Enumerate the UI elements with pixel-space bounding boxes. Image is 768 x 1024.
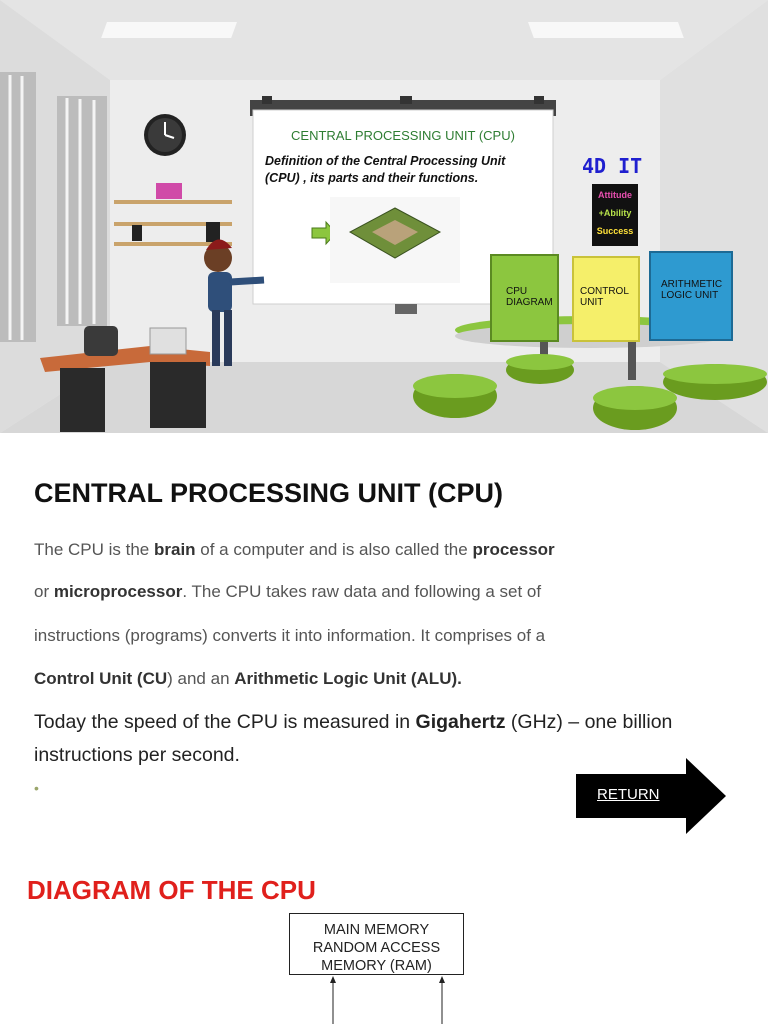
book-arithmetic-logic-unit[interactable]: ARITHMETIC LOGIC UNIT <box>649 251 733 341</box>
book-label-cpu-diagram: CPU DIAGRAM <box>506 286 553 308</box>
term-alu: Arithmetic Logic Unit (ALU). <box>234 669 462 688</box>
term-processor: processor <box>472 540 555 559</box>
paragraph-line-2: or microprocessor. The CPU takes raw dat… <box>34 582 542 601</box>
whiteboard: CENTRAL PROCESSING UNIT (CPU) Definition… <box>253 126 553 304</box>
book-label-alu: ARITHMETIC LOGIC UNIT <box>661 279 723 301</box>
badge-line-attitude: Attitude <box>598 190 632 200</box>
board-title: CENTRAL PROCESSING UNIT (CPU) <box>291 128 515 143</box>
paragraph-line-1: The CPU is the brain of a computer and i… <box>34 540 555 559</box>
memory-connector-arrows <box>330 976 445 1024</box>
slide-title: CENTRAL PROCESSING UNIT (CPU) <box>34 478 504 508</box>
arrow-right-icon <box>576 758 726 834</box>
term-control-unit: Control Unit (CU <box>34 669 168 688</box>
term-brain: brain <box>154 540 196 559</box>
classroom-scene: CENTRAL PROCESSING UNIT (CPU) Definition… <box>0 0 768 433</box>
main-memory-box: MAIN MEMORY RANDOM ACCESS MEMORY (RAM) <box>289 913 464 975</box>
board-definition: Definition of the Central Processing Uni… <box>265 154 506 185</box>
badge-line-success: Success <box>596 226 634 236</box>
paragraph-line-3: instructions (programs) converts it into… <box>34 626 546 645</box>
badge-line-ability: +Ability <box>598 208 632 218</box>
brand-badge: Attitude +Ability Success <box>594 186 636 240</box>
book-control-unit[interactable]: CONTROL UNIT <box>572 256 640 342</box>
diagram-title: DIAGRAM OF THE CPU <box>27 875 316 905</box>
classroom-illustration <box>0 0 768 433</box>
paragraph-speed: Today the speed of the CPU is measured i… <box>34 711 673 766</box>
book-cpu-diagram[interactable]: CPU DIAGRAM <box>490 254 559 342</box>
paragraph-line-4: Control Unit (CU) and an Arithmetic Logi… <box>34 669 462 688</box>
term-microprocessor: microprocessor <box>53 582 183 601</box>
bullet: • <box>34 780 39 796</box>
brand-title: 4D IT <box>582 154 643 178</box>
term-gigahertz: Gigahertz <box>415 711 506 733</box>
book-label-control-unit: CONTROL UNIT <box>580 286 629 308</box>
return-label: RETURN <box>597 786 660 803</box>
return-button[interactable]: RETURN <box>576 758 726 834</box>
